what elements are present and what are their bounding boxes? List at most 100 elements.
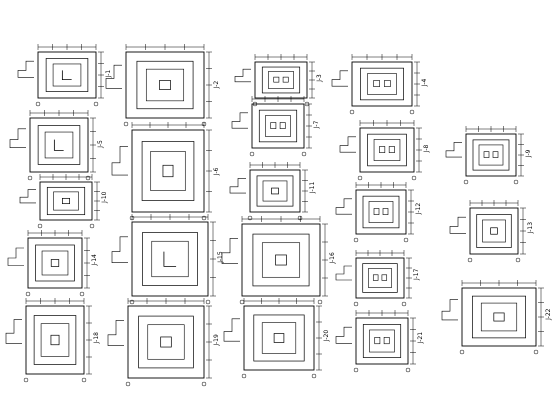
axis-bubble bbox=[201, 381, 207, 387]
column bbox=[493, 312, 505, 322]
section-stepped-edge bbox=[111, 236, 128, 263]
axis-bubble bbox=[409, 109, 415, 115]
section-stepped-edge bbox=[7, 247, 24, 266]
footing-outline bbox=[27, 237, 83, 289]
footing-detail-d21: J-21 bbox=[335, 310, 424, 373]
section-stepped-edge bbox=[231, 112, 248, 129]
footing-step bbox=[258, 109, 298, 143]
detail-label: J-20 bbox=[323, 330, 330, 343]
footing-outline bbox=[465, 133, 517, 177]
footing-pedestal bbox=[151, 240, 189, 278]
column-l-shape bbox=[163, 251, 177, 267]
section-stepped-edge bbox=[229, 178, 246, 194]
footing-step bbox=[476, 214, 512, 248]
detail-label: J-12 bbox=[415, 203, 422, 216]
footing-outline bbox=[37, 51, 97, 99]
detail-label: J-8 bbox=[423, 144, 430, 153]
section-stepped-edge bbox=[5, 319, 22, 344]
footing-step bbox=[261, 66, 301, 94]
footing-outline bbox=[355, 189, 407, 235]
axis-bubble bbox=[459, 349, 465, 355]
footing-outline bbox=[249, 169, 301, 213]
footing-detail-d02: J-2 bbox=[105, 44, 220, 127]
footing-pedestal bbox=[147, 324, 185, 360]
footing-outline bbox=[39, 181, 93, 221]
column-l-shape bbox=[53, 139, 64, 151]
footing-detail-d05: J-5 bbox=[9, 110, 104, 181]
axis-bubble bbox=[297, 215, 303, 221]
footing-step bbox=[37, 125, 81, 165]
footing-outline bbox=[351, 61, 413, 107]
axis-bubble bbox=[93, 101, 99, 107]
details-layer: J-1J-2J-3J-4J-5J-6J-7J-8J-9J-10J-11J-12J… bbox=[5, 44, 552, 387]
column bbox=[159, 80, 171, 90]
footing-step bbox=[362, 324, 402, 358]
footing-detail-d09: J-9 bbox=[445, 126, 532, 185]
footing-detail-d11: J-11 bbox=[229, 162, 316, 221]
section-stepped-edge bbox=[111, 146, 128, 176]
detail-label: J-16 bbox=[329, 252, 336, 265]
section-stepped-edge bbox=[335, 265, 352, 281]
footing-pedestal bbox=[52, 63, 82, 87]
footing-pedestal bbox=[265, 115, 291, 137]
section-stepped-edge bbox=[331, 70, 348, 87]
footing-step bbox=[253, 314, 305, 362]
axis-bubble bbox=[403, 237, 409, 243]
axis-bubble bbox=[249, 151, 255, 157]
footing-step bbox=[46, 186, 86, 216]
column bbox=[62, 197, 70, 205]
axis-bubble bbox=[349, 109, 355, 115]
footing-outline bbox=[127, 305, 205, 379]
column bbox=[162, 164, 174, 178]
footing-outline bbox=[355, 257, 405, 299]
section-stepped-edge bbox=[107, 320, 124, 346]
footing-outline bbox=[241, 223, 321, 297]
column-right bbox=[383, 337, 390, 345]
column-left bbox=[373, 80, 380, 87]
axis-bubble bbox=[205, 299, 211, 305]
footing-detail-d19: J-19 bbox=[107, 298, 220, 387]
footing-step bbox=[45, 58, 89, 92]
detail-label: J-9 bbox=[525, 149, 532, 158]
detail-label: J-21 bbox=[417, 332, 424, 345]
axis-bubble bbox=[89, 223, 95, 229]
footing-pedestal bbox=[261, 322, 297, 354]
detail-label: J-10 bbox=[101, 191, 108, 204]
column-right bbox=[382, 208, 389, 215]
footing-detail-d08: J-8 bbox=[339, 120, 430, 181]
footing-detail-d16: J-16 bbox=[221, 216, 336, 305]
footing-detail-d04: J-4 bbox=[331, 54, 428, 115]
footing-outline bbox=[254, 61, 308, 99]
column-l-shape bbox=[61, 70, 72, 80]
column bbox=[490, 227, 498, 235]
axis-bubble bbox=[401, 301, 407, 307]
section-stepped-edge bbox=[221, 238, 238, 264]
axis-bubble bbox=[411, 175, 417, 181]
footing-detail-d18: J-18 bbox=[5, 298, 100, 383]
footing-detail-d17: J-17 bbox=[335, 250, 420, 307]
column-left bbox=[372, 274, 379, 281]
footing-pedestal bbox=[478, 144, 504, 166]
axis-bubble bbox=[23, 377, 29, 383]
footing-outline bbox=[25, 305, 85, 375]
axis-bubble bbox=[241, 373, 247, 379]
footing-detail-d20: J-20 bbox=[223, 298, 330, 379]
column-right bbox=[282, 76, 289, 83]
footing-pedestal bbox=[369, 329, 395, 353]
footing-pedestal bbox=[480, 302, 518, 332]
axis-bubble bbox=[533, 349, 539, 355]
axis-bubble bbox=[79, 291, 85, 297]
axis-bubble bbox=[513, 179, 519, 185]
detail-label: J-7 bbox=[313, 120, 320, 129]
footing-step bbox=[360, 67, 404, 101]
footing-detail-d01: J-1 bbox=[17, 44, 112, 107]
section-stepped-edge bbox=[17, 60, 34, 78]
footing-detail-d22: J-22 bbox=[441, 280, 552, 355]
section-stepped-edge bbox=[449, 216, 466, 234]
footing-step bbox=[472, 139, 510, 171]
footing-pedestal bbox=[41, 250, 69, 276]
footing-detail-d12: J-12 bbox=[335, 182, 422, 243]
column bbox=[50, 259, 60, 267]
